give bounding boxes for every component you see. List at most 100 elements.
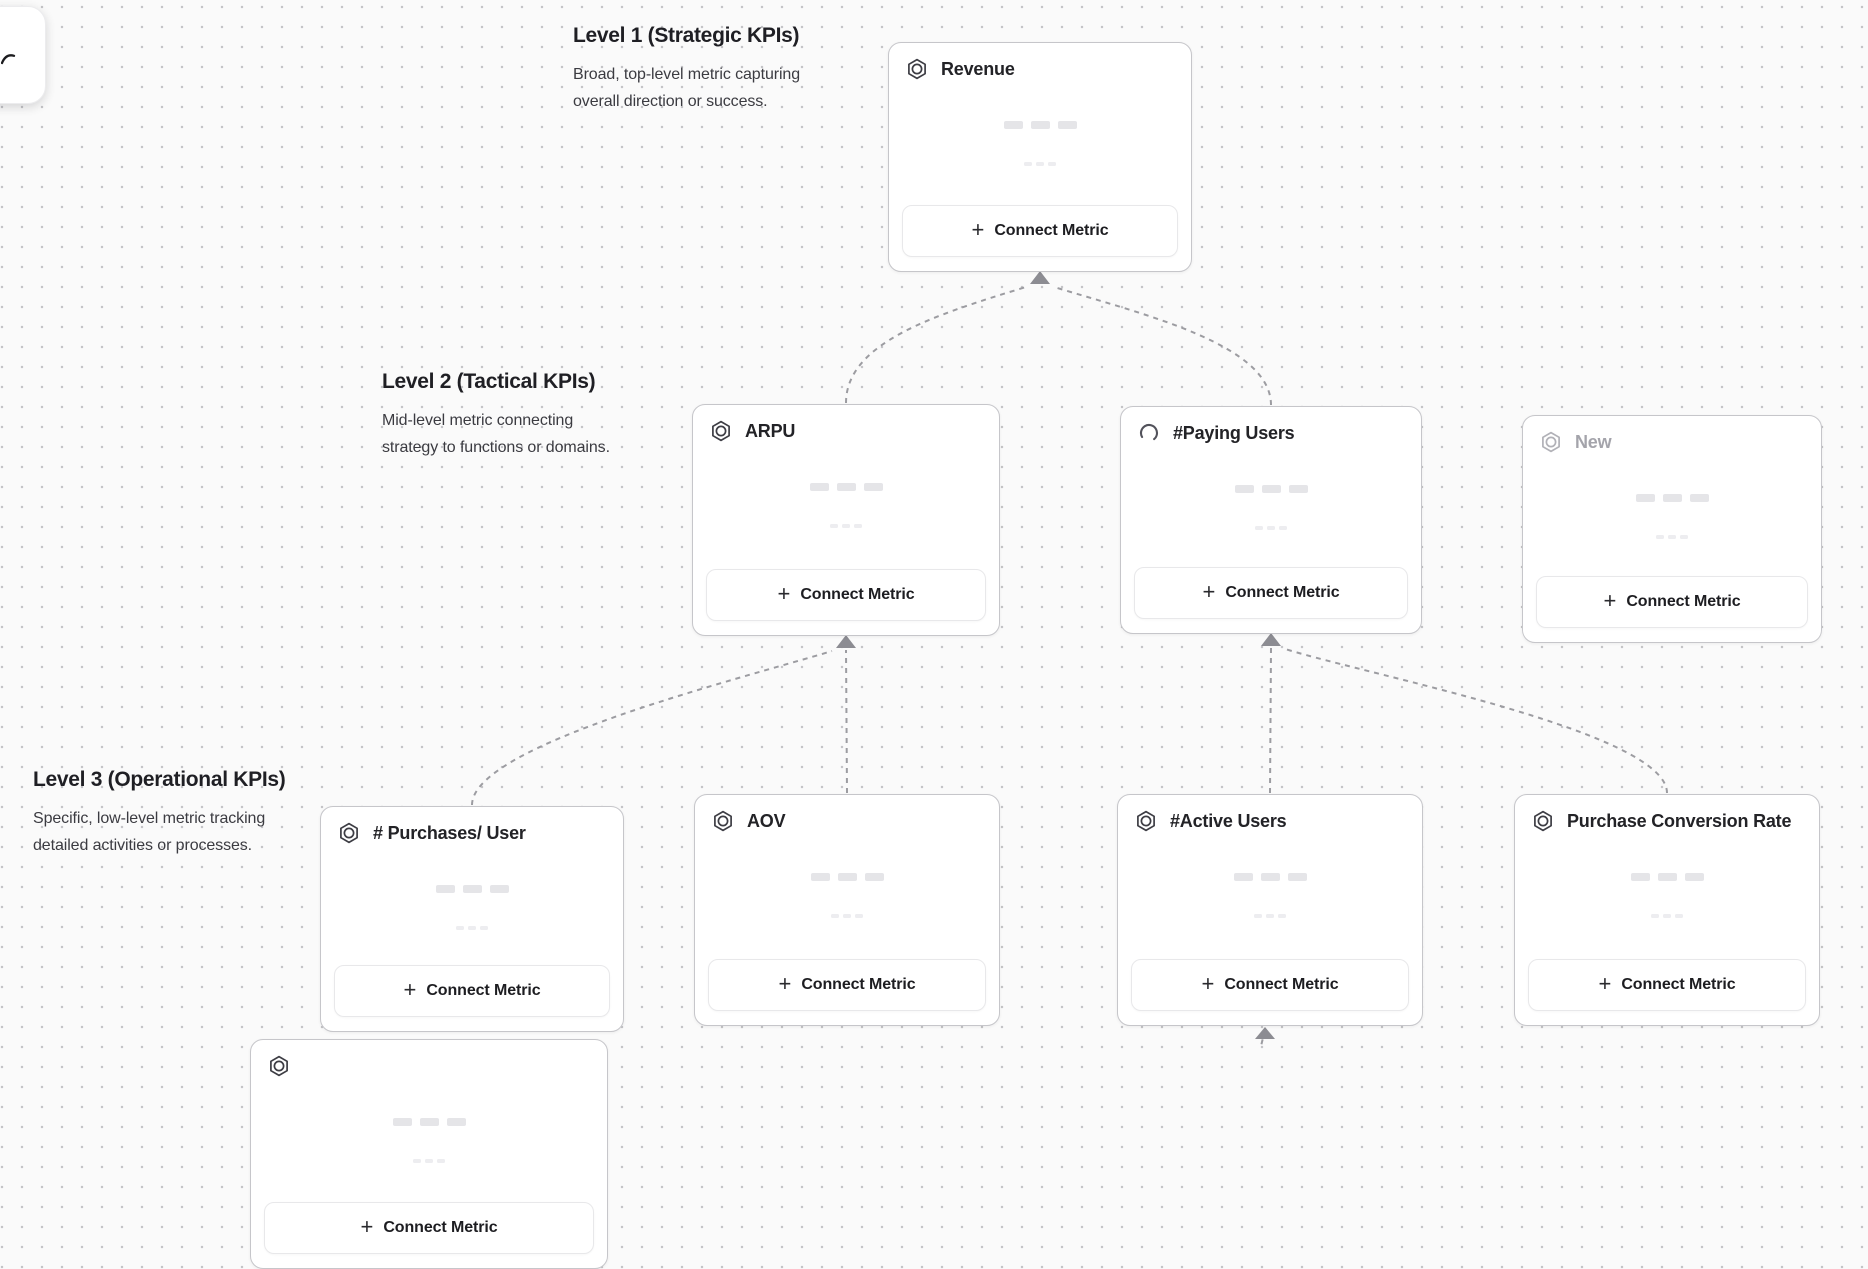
arrowhead-arpu [836,635,856,648]
level-1-title: Level 1 (Strategic KPIs) [573,24,800,47]
connect-metric-label: Connect Metric [1225,584,1340,601]
metric-badge-icon [906,58,928,80]
plus-icon: + [360,1214,374,1239]
connector-arpu-revenue [845,286,1027,404]
connect-metric-label: Connect Metric [994,222,1109,239]
skeleton-row [1233,873,1307,881]
card-header: Revenue [889,43,1191,80]
cursor-icon [1,54,16,65]
card-title: ARPU [745,420,796,441]
connect-metric-label: Connect Metric [801,976,916,993]
skeleton-row [1234,485,1308,493]
metric-skeleton [321,885,623,930]
connect-metric-button[interactable]: + Connect Metric [706,569,986,621]
connect-metric-button[interactable]: + Connect Metric [334,965,610,1017]
metric-skeleton [1121,485,1421,530]
card-header: AOV [695,795,999,832]
connect-metric-button[interactable]: + Connect Metric [1134,567,1408,619]
card-title: Purchase Conversion Rate [1567,810,1792,831]
skeleton-row [392,1118,466,1126]
plus-icon: + [1603,588,1617,613]
connect-metric-label: Connect Metric [426,982,541,999]
metric-skeleton [693,483,999,528]
skeleton-row [830,524,862,528]
kpi-card[interactable]: Revenue + Connect Metric [888,42,1192,272]
skeleton-row [1656,535,1688,539]
plus-icon: + [778,971,792,996]
card-header: Purchase Conversion Rate [1515,795,1819,832]
connect-metric-button[interactable]: + Connect Metric [902,205,1178,257]
arrowhead-paying-users [1261,633,1281,646]
plus-icon: + [1202,579,1216,604]
metric-badge-icon [268,1055,290,1077]
connect-metric-button[interactable]: + Connect Metric [708,959,986,1011]
canvas-toolbar-button[interactable] [0,6,46,104]
kpi-card[interactable]: #Paying Users + Connect Metric [1120,406,1422,634]
plus-icon: + [777,581,791,606]
connect-metric-button[interactable]: + Connect Metric [264,1202,594,1254]
kpi-card[interactable]: + Connect Metric [250,1039,608,1269]
card-title: New [1575,431,1612,452]
connector-aov-arpu [845,649,848,794]
skeleton-row [810,873,884,881]
connect-metric-label: Connect Metric [383,1219,498,1236]
kpi-card[interactable]: # Purchases/ User + Connect Metric [320,806,624,1032]
connect-metric-label: Connect Metric [1626,593,1741,610]
skeleton-row [1255,526,1287,530]
level-2-label: Level 2 (Tactical KPIs) Mid-level metric… [382,370,624,461]
level-3-label: Level 3 (Operational KPIs) Specific, low… [33,768,303,859]
card-title: # Purchases/ User [373,822,526,843]
skeleton-row [1024,162,1056,166]
level-2-title: Level 2 (Tactical KPIs) [382,370,596,393]
connect-metric-button[interactable]: + Connect Metric [1131,959,1409,1011]
kpi-card[interactable]: New + Connect Metric [1522,415,1822,643]
kpi-card[interactable]: AOV + Connect Metric [694,794,1000,1026]
connector-purchase-conversion-rate-paying-users [1284,648,1668,794]
metric-badge-icon [1135,810,1157,832]
level-1-label: Level 1 (Strategic KPIs) Broad, top-leve… [573,24,827,115]
metric-badge-icon [1532,810,1554,832]
connect-metric-button[interactable]: + Connect Metric [1536,576,1808,628]
plus-icon: + [403,977,417,1002]
metric-skeleton [889,121,1191,166]
connector-active-users-paying-users [1269,647,1272,794]
connect-metric-label: Connect Metric [1621,976,1736,993]
metric-badge-icon [712,810,734,832]
metric-skeleton [695,873,999,918]
card-header: # Purchases/ User [321,807,623,844]
card-title: #Active Users [1170,810,1287,831]
skeleton-row [413,1159,445,1163]
plus-icon: + [971,217,985,242]
kpi-card[interactable]: #Active Users + Connect Metric [1117,794,1423,1026]
level-3-title: Level 3 (Operational KPIs) [33,768,286,791]
level-1-description: Broad, top-level metric capturing overal… [573,66,801,110]
card-title: #Paying Users [1173,422,1295,443]
metric-badge-icon [1540,431,1562,453]
connect-metric-label: Connect Metric [800,586,915,603]
metric-skeleton [1523,494,1821,539]
card-header: New [1523,416,1821,453]
arrowhead-revenue [1030,271,1050,284]
card-header [251,1040,607,1077]
plus-icon: + [1598,971,1612,996]
metric-badge-icon [710,420,732,442]
connect-metric-button[interactable]: + Connect Metric [1528,959,1806,1011]
connector-paying-users-revenue [1053,286,1272,406]
kpi-card[interactable]: ARPU + Connect Metric [692,404,1000,636]
connector-layer [471,271,1668,1048]
spinner-icon [1138,422,1160,444]
connector-offscreen-active-users [1259,1037,1264,1048]
card-header: ARPU [693,405,999,442]
plus-icon: + [1201,971,1215,996]
skeleton-row [1254,914,1286,918]
card-title: Revenue [941,58,1015,79]
connector-purchases-user-arpu [471,650,833,806]
card-header: #Active Users [1118,795,1422,832]
kpi-card[interactable]: Purchase Conversion Rate + Connect Metri… [1514,794,1820,1026]
card-title: AOV [747,810,786,831]
skeleton-row [456,926,488,930]
metric-skeleton [1515,873,1819,918]
metric-skeleton [251,1118,607,1163]
skeleton-row [1630,873,1704,881]
